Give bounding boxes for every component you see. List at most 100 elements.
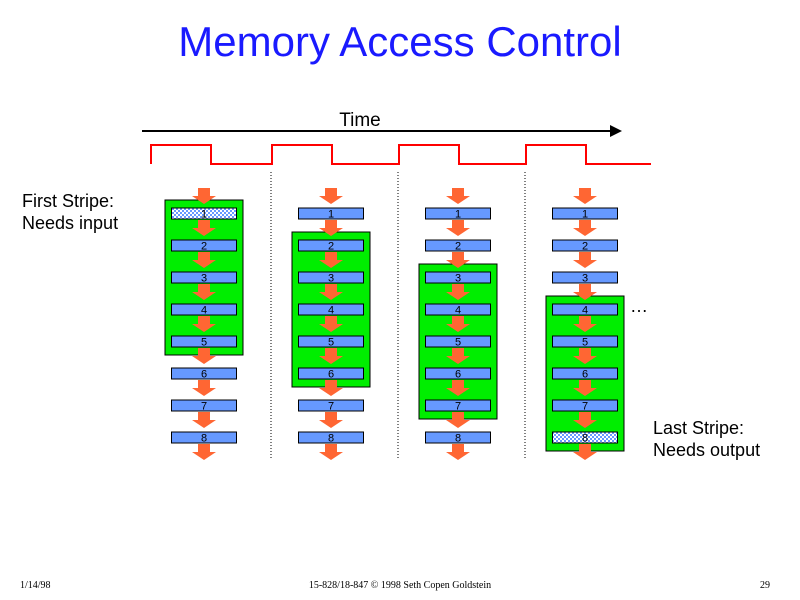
flow-arrow-icon	[573, 188, 597, 204]
pipeline-stage-label: 3	[582, 273, 588, 285]
flow-arrow-icon	[573, 444, 597, 460]
pipeline-stage-bar	[552, 399, 618, 412]
flow-arrow-icon	[192, 220, 216, 236]
pipeline-stage-label: 5	[455, 337, 461, 349]
flow-arrow-icon	[446, 316, 470, 332]
pipeline-stage-label: 4	[328, 305, 334, 317]
flow-arrow-icon	[192, 316, 216, 332]
pipeline-stage-bar	[425, 431, 491, 444]
pipeline-stage-label: 1	[328, 209, 334, 221]
pipeline-stage-label: 6	[201, 369, 207, 381]
footer-course: 15-828/18-847 © 1998 Seth Copen Goldstei…	[308, 580, 492, 591]
pipeline-stage-bar	[171, 431, 237, 444]
flow-arrow-icon	[573, 412, 597, 428]
time-step-column: 1 2 3 4 5 6 7 8	[545, 188, 625, 460]
pipeline-stage-bar	[425, 271, 491, 284]
pipeline-stage-label: 7	[328, 401, 334, 413]
pipeline-stage-bar	[552, 239, 618, 252]
pipeline-stage-label: 6	[328, 369, 334, 381]
pipeline-stage-label: 7	[201, 401, 207, 413]
pipeline-stage-bar	[552, 367, 618, 380]
pipeline-stage-label: 3	[201, 273, 207, 285]
pipeline-stage-bar	[552, 271, 618, 284]
footer-page-number: 29	[760, 580, 770, 591]
pipeline-stage-label: 2	[582, 241, 588, 253]
pipeline-stage-bar	[298, 431, 364, 444]
first-stripe-label: First Stripe: Needs input	[22, 190, 118, 234]
flow-arrow-icon	[446, 220, 470, 236]
flow-arrow-icon	[446, 188, 470, 204]
slide-title: Memory Access Control	[178, 18, 622, 65]
flow-arrow-icon	[319, 348, 343, 364]
first-stripe-line2: Needs input	[22, 213, 119, 233]
flow-arrow-icon	[319, 220, 343, 236]
pipeline-stage-label: 2	[201, 241, 207, 253]
pipeline-stage-bar	[552, 335, 618, 348]
flow-arrow-icon	[446, 444, 470, 460]
pipeline-stage-label: 1	[455, 209, 461, 221]
pipeline-stage-bar	[425, 207, 491, 220]
flow-arrow-icon	[446, 412, 470, 428]
pipeline-stage-bar	[552, 207, 618, 220]
pipeline-stage-bar	[171, 335, 237, 348]
pipeline-stage-label: 6	[582, 369, 588, 381]
last-stripe-line2: Needs output	[653, 440, 761, 460]
pipeline-stage-bar	[298, 271, 364, 284]
flow-arrow-icon	[192, 348, 216, 364]
flow-arrow-icon	[192, 188, 216, 204]
continuation-ellipsis: …	[630, 296, 648, 316]
flow-arrow-icon	[192, 444, 216, 460]
flow-arrow-icon	[192, 380, 216, 396]
flow-arrow-icon	[319, 316, 343, 332]
flow-arrow-icon	[573, 220, 597, 236]
flow-arrow-icon	[573, 284, 597, 300]
flow-arrow-icon	[192, 252, 216, 268]
pipeline-stage-bar	[425, 399, 491, 412]
pipeline-stage-label: 8	[201, 433, 207, 445]
pipeline-stage-label: 2	[328, 241, 334, 253]
flow-arrow-icon	[446, 380, 470, 396]
pipeline-stage-bar	[171, 367, 237, 380]
pipeline-stage-bar	[298, 239, 364, 252]
flow-arrow-icon	[446, 252, 470, 268]
pipeline-stage-label: 4	[582, 305, 588, 317]
footer-date: 1/14/98	[20, 580, 51, 591]
pipeline-stage-bar	[425, 367, 491, 380]
pipeline-stage-bar	[171, 207, 237, 220]
pipeline-stage-bar	[171, 271, 237, 284]
pipeline-stage-label: 8	[582, 433, 588, 445]
flow-arrow-icon	[573, 348, 597, 364]
pipeline-stage-bar	[552, 303, 618, 316]
pipeline-stage-bar	[298, 399, 364, 412]
pipeline-stage-bar	[171, 303, 237, 316]
flow-arrow-icon	[319, 444, 343, 460]
pipeline-stage-label: 7	[582, 401, 588, 413]
pipeline-stage-label: 2	[455, 241, 461, 253]
flow-arrow-icon	[446, 284, 470, 300]
pipeline-stage-label: 4	[201, 305, 207, 317]
pipeline-stage-label: 4	[455, 305, 461, 317]
clock-signal	[150, 144, 651, 165]
flow-arrow-icon	[319, 252, 343, 268]
flow-arrow-icon	[446, 348, 470, 364]
flow-arrow-icon	[573, 380, 597, 396]
pipeline-stage-bar	[298, 303, 364, 316]
last-stripe-line1: Last Stripe:	[653, 418, 745, 438]
flow-arrow-icon	[192, 412, 216, 428]
first-stripe-line1: First Stripe:	[22, 191, 115, 211]
flow-arrow-icon	[319, 284, 343, 300]
pipeline-stage-bar	[298, 207, 364, 220]
pipeline-stage-label: 1	[582, 209, 588, 221]
pipeline-stage-label: 5	[582, 337, 588, 349]
last-stripe-label: Last Stripe: Needs output	[653, 417, 760, 461]
pipeline-stage-label: 5	[328, 337, 334, 349]
flow-arrow-icon	[319, 380, 343, 396]
pipeline-stage-bar	[171, 399, 237, 412]
pipeline-stage-bar	[425, 303, 491, 316]
time-arrowhead-icon	[610, 125, 622, 137]
pipeline-stage-bar	[298, 367, 364, 380]
pipeline-stage-bar	[171, 239, 237, 252]
